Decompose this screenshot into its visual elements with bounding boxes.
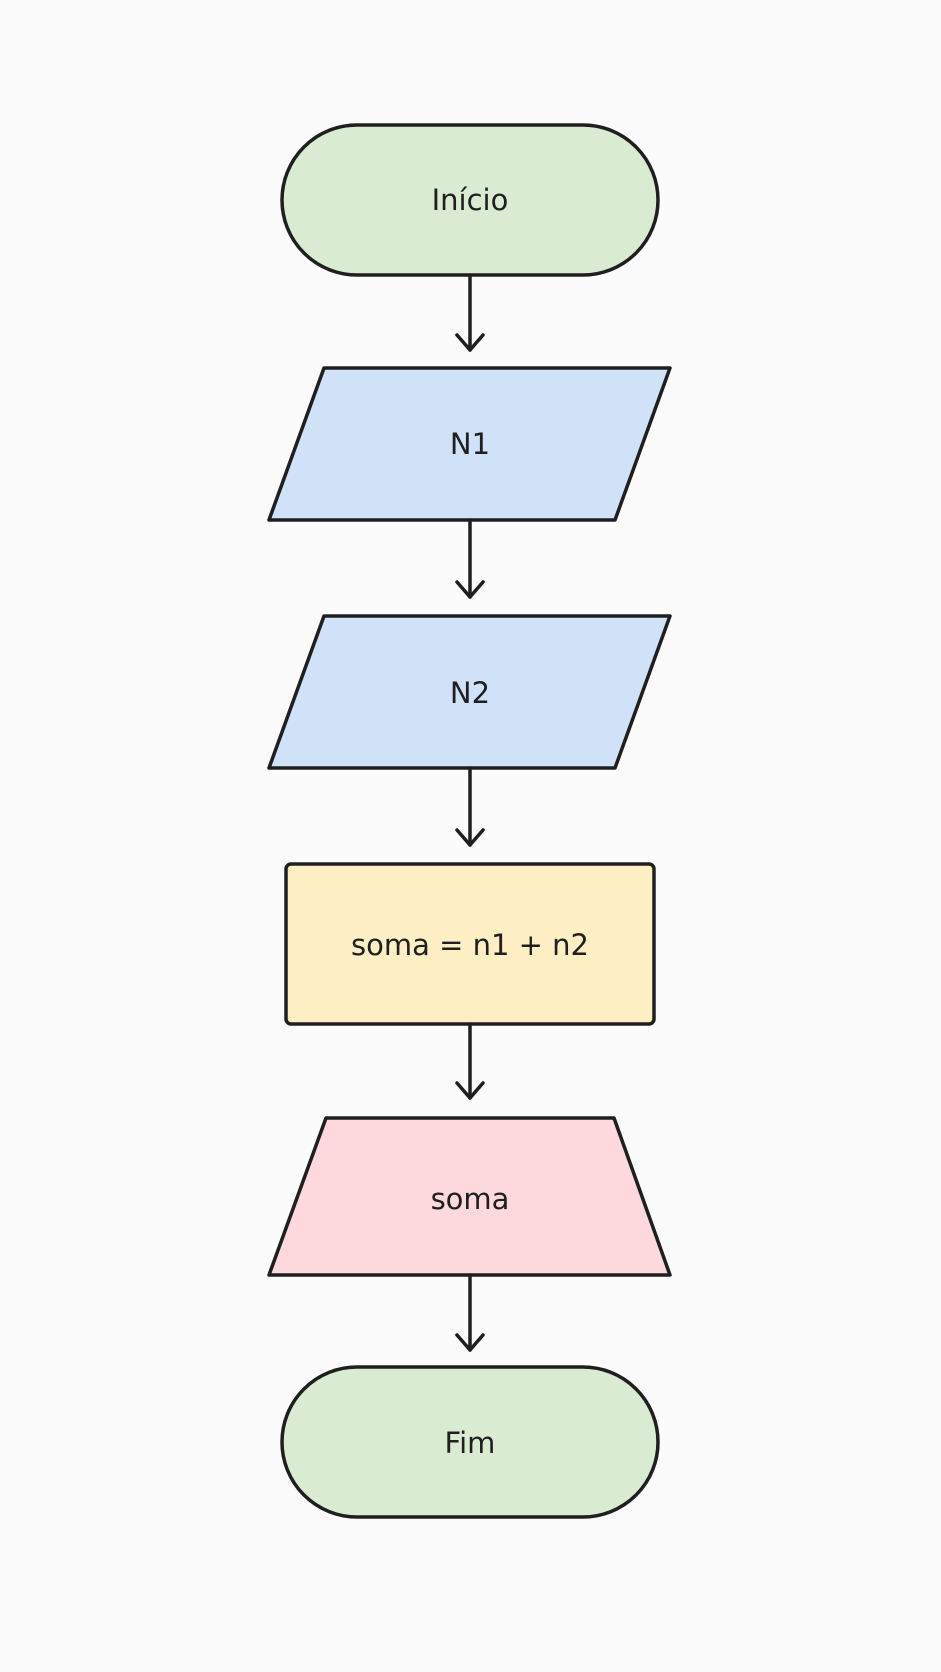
arrow-output-to-end (455, 1273, 485, 1352)
end-node: Fim (280, 1365, 660, 1519)
output-sum-node: soma (267, 1116, 672, 1277)
end-terminal-shape (280, 1365, 660, 1519)
start-label: Início (432, 183, 509, 217)
arrow-start-to-n1 (455, 273, 485, 352)
output-sum-label: soma (431, 1182, 510, 1216)
arrow-n2-to-process (455, 766, 485, 847)
input-n2-node: N2 (267, 614, 672, 770)
start-node: Início (280, 123, 660, 277)
input-n2-parallelogram (267, 614, 672, 770)
output-sum-trapezoid (267, 1116, 672, 1277)
end-label: Fim (445, 1426, 496, 1460)
input-n1-parallelogram (267, 366, 672, 522)
arrow-n1-to-n2 (455, 518, 485, 599)
input-n1-label: N1 (450, 427, 490, 461)
arrow-process-to-output (455, 1022, 485, 1100)
input-n1-node: N1 (267, 366, 672, 522)
input-n2-label: N2 (450, 676, 490, 710)
process-sum-node: soma = n1 + n2 (284, 862, 656, 1026)
process-sum-label: soma = n1 + n2 (351, 928, 589, 962)
